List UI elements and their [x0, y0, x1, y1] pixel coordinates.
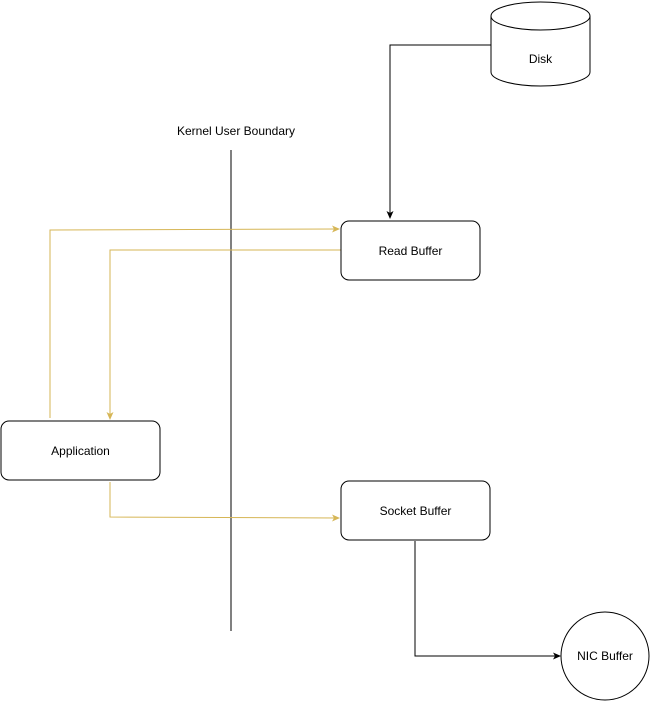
node-disk[interactable]: Disk — [490, 1, 591, 87]
read-buffer-box — [340, 220, 481, 281]
disk-label: Disk — [529, 52, 553, 66]
edge-application-to-socket-buffer — [109, 482, 340, 522]
kernel-user-boundary-label: Kernel User Boundary — [177, 124, 295, 138]
disk-cylinder-shape — [490, 16, 591, 87]
edge-socket-buffer-to-nic-buffer — [414, 541, 561, 660]
socket-buffer-label: Socket Buffer — [380, 504, 452, 518]
edge-disk-to-read-buffer — [386, 44, 491, 219]
read-buffer-label: Read Buffer — [379, 244, 443, 258]
edge-read-buffer-to-application — [106, 249, 341, 420]
application-label: Application — [51, 444, 110, 458]
node-read-buffer[interactable]: Read Buffer — [340, 220, 481, 281]
node-nic-buffer[interactable]: NIC Buffer — [560, 611, 650, 701]
node-application[interactable]: Application — [0, 420, 161, 481]
nic-buffer-label: NIC Buffer — [577, 649, 633, 663]
application-box — [0, 420, 161, 481]
node-socket-buffer[interactable]: Socket Buffer — [340, 480, 491, 541]
socket-buffer-box — [340, 480, 491, 541]
disk-cylinder-top — [490, 1, 591, 31]
edge-application-to-read-buffer — [49, 225, 340, 418]
nic-buffer-circle — [560, 611, 650, 701]
